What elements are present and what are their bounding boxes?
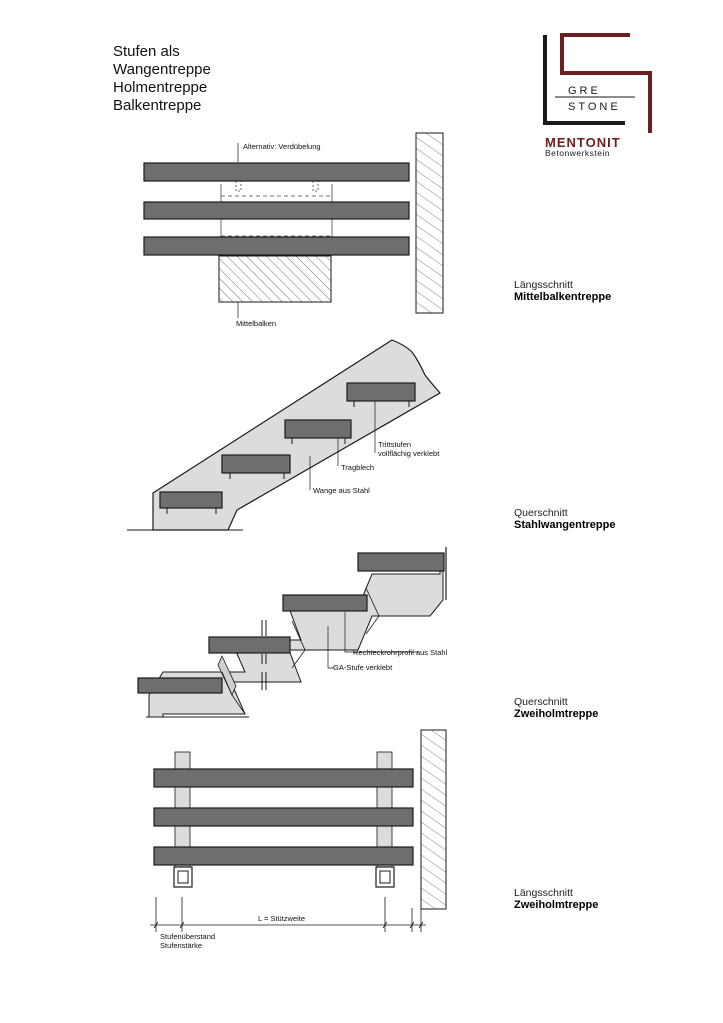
tragblech-brackets bbox=[166, 401, 410, 514]
label-alternativ: Alternativ: Verdübelung bbox=[243, 142, 321, 151]
label-mittelbalken: Mittelbalken bbox=[236, 319, 276, 328]
zweiholmtreppe-laengs-drawing: L = Stützweite Stufenüberstand Stufenstä… bbox=[150, 729, 447, 950]
wall bbox=[415, 132, 444, 314]
label-stufenstaerke: Stufenstärke bbox=[160, 941, 202, 950]
tread bbox=[159, 491, 223, 509]
step-slab bbox=[143, 162, 410, 182]
ga-step bbox=[208, 636, 291, 654]
step-slab bbox=[143, 201, 410, 220]
caption-bold: Zweiholmtreppe bbox=[514, 899, 599, 911]
tread bbox=[221, 454, 291, 474]
ga-step bbox=[282, 594, 368, 612]
dowel bbox=[235, 180, 242, 192]
wall bbox=[420, 729, 447, 910]
center-beam bbox=[218, 255, 332, 303]
step-slab bbox=[153, 768, 414, 788]
label-wange: Wange aus Stahl bbox=[313, 486, 370, 495]
logo-mark-top: GRE bbox=[568, 85, 601, 97]
caption-bold: Stahlwangentreppe bbox=[514, 519, 616, 531]
label-trittstufen: Trittstufen bbox=[378, 440, 411, 449]
zweiholmtreppe-quer-drawing: Rechteckrohrprofil aus Stahl GA-Stufe ve… bbox=[137, 547, 448, 718]
caption-bold: Zweiholmtreppe bbox=[514, 708, 599, 720]
step-slab bbox=[153, 846, 414, 866]
stahlwangentreppe-drawing: Trittstufen vollflächig verklebt Tragble… bbox=[127, 339, 441, 531]
caption-light: Längsschnitt bbox=[514, 887, 573, 899]
mittelbalkentreppe-drawing: Alternativ: Verdübelung Mittelbalken bbox=[143, 132, 444, 328]
caption-light: Querschnitt bbox=[514, 507, 568, 519]
logo-g-stroke bbox=[543, 35, 625, 125]
page-title: Stufen als Wangentreppe Holmentreppe Bal… bbox=[113, 43, 211, 115]
caption-mittelbalken: Längsschnitt Mittelbalkentreppe bbox=[514, 279, 611, 303]
title-line: Wangentreppe bbox=[113, 61, 211, 78]
caption-zweiholm-quer: Querschnitt Zweiholmtreppe bbox=[514, 696, 598, 720]
section-marks bbox=[261, 620, 267, 690]
logo-subbrand: Betonwerkstein bbox=[545, 148, 610, 158]
logo-mark-bottom: STONE bbox=[568, 101, 621, 113]
tread bbox=[284, 419, 352, 439]
step-slab bbox=[143, 236, 410, 256]
tread bbox=[346, 382, 416, 402]
gre-stone-logo: GRE STONE MENTONIT Betonwerkstein bbox=[543, 33, 652, 158]
label-trittstufen-2: vollflächig verklebt bbox=[378, 449, 440, 458]
tube-section-inner bbox=[379, 870, 391, 884]
caption-light: Längsschnitt bbox=[514, 279, 573, 291]
title-line: Balkentreppe bbox=[113, 97, 202, 114]
rectangular-tube-profile bbox=[148, 569, 444, 718]
caption-stahlwange: Querschnitt Stahlwangentreppe bbox=[514, 507, 615, 531]
dowel bbox=[312, 180, 319, 192]
label-stufenueberstand: Stufenüberstand bbox=[160, 932, 215, 941]
dimension-line bbox=[150, 897, 426, 932]
ga-step bbox=[137, 677, 223, 694]
step-slab bbox=[153, 807, 414, 827]
label-rechteckrohr: Rechteckrohrprofil aus Stahl bbox=[353, 648, 448, 657]
ga-step bbox=[357, 552, 445, 572]
title-line: Stufen als bbox=[113, 43, 180, 60]
label-tragblech: Tragblech bbox=[341, 463, 374, 472]
caption-bold: Mittelbalkentreppe bbox=[514, 291, 612, 303]
tube-section-inner bbox=[177, 870, 189, 884]
caption-light: Querschnitt bbox=[514, 696, 568, 708]
leader-line bbox=[344, 612, 418, 653]
leader-line bbox=[327, 626, 334, 669]
label-ga-stufe: GA-Stufe verklebt bbox=[333, 663, 393, 672]
caption-zweiholm-laengs: Längsschnitt Zweiholmtreppe bbox=[514, 887, 598, 911]
title-line: Holmentreppe bbox=[113, 79, 208, 96]
logo-s-stroke bbox=[560, 33, 652, 133]
label-stuetzweite: L = Stützweite bbox=[258, 914, 305, 923]
logo-brand: MENTONIT bbox=[545, 135, 621, 150]
